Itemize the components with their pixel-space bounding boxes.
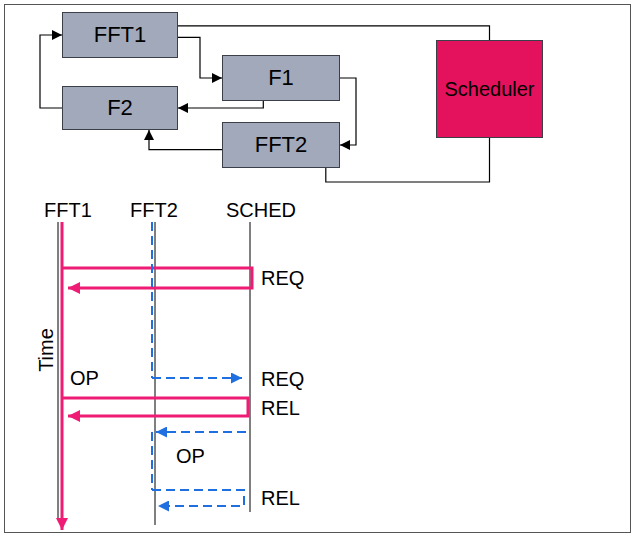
message-arrow (156, 431, 246, 433)
box-label: F2 (107, 96, 133, 120)
box-label: Scheduler (444, 78, 534, 100)
flow-connector (40, 35, 62, 108)
message-label: REQ (261, 266, 304, 290)
operation-label: OP (70, 366, 99, 390)
message-label: REQ (261, 367, 304, 391)
flow-connector (178, 37, 222, 78)
message-arrow (62, 398, 248, 416)
frame (5, 5, 631, 533)
process-box: F1 (222, 55, 340, 101)
flow-connector (326, 138, 490, 182)
lifeline-name: FFT1 (44, 198, 92, 222)
message-label: REL (261, 486, 300, 510)
message-arrow (152, 490, 244, 506)
box-label: FFT2 (255, 133, 308, 157)
process-box: FFT1 (62, 12, 178, 58)
lifeline (151, 432, 153, 490)
flow-connector (340, 78, 356, 145)
scheduler-box: Scheduler (436, 40, 543, 138)
message-label: REL (261, 396, 300, 420)
flow-connector (178, 101, 263, 108)
message-arrow (62, 268, 252, 288)
flow-connector (149, 130, 222, 150)
lifeline-name: FFT2 (130, 198, 178, 222)
lifeline-name: SCHED (226, 198, 296, 222)
operation-label: OP (176, 444, 205, 468)
process-box: FFT2 (222, 122, 340, 168)
axis-label: Time (34, 328, 58, 372)
lifeline (151, 222, 153, 378)
lifeline (250, 222, 251, 512)
box-label: F1 (268, 66, 294, 90)
flow-connector (178, 26, 490, 40)
process-box: F2 (62, 86, 178, 130)
lifeline (58, 222, 59, 520)
message-arrow (152, 377, 242, 379)
box-label: FFT1 (94, 23, 147, 47)
